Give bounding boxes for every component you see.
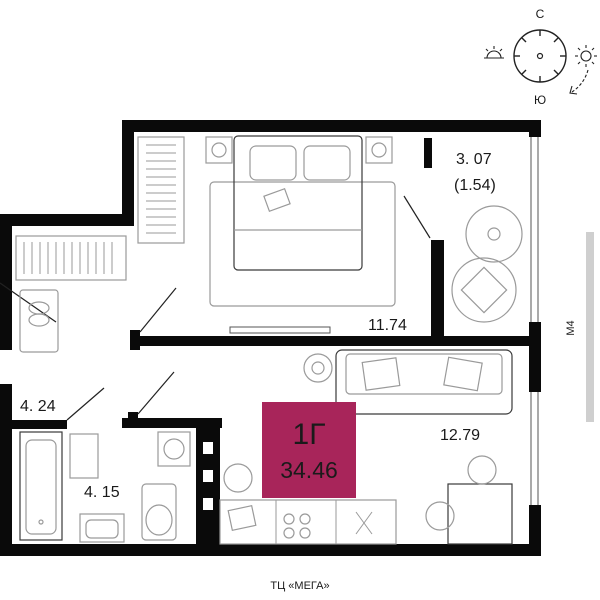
hall-furniture [15,235,127,353]
mall-label: ТЦ «МЕГА» [270,580,329,592]
balcony-furniture [451,205,523,323]
road-m4: М4 [565,232,594,422]
compass: С Ю [484,7,597,107]
badge-background [262,402,356,498]
apartment-badge: 1Г 34.46 [262,402,356,498]
bedroom-furniture [137,135,396,307]
apartment-total-area: 34.46 [280,457,338,483]
sunrise-icon [484,46,504,59]
road-label: М4 [565,320,577,335]
compass-north: С [536,7,545,21]
balcony-reduced-area: (1.54) [454,177,496,194]
sun-path-arrow-icon [569,69,589,95]
living-area: 12.79 [440,427,480,444]
apartment-type-label: 1Г [293,418,326,451]
hall-area: 4. 24 [20,398,56,415]
compass-south: Ю [534,93,546,107]
windows [229,137,539,505]
living-furniture [219,349,513,545]
sun-icon [575,45,597,67]
bathroom-area: 4. 15 [84,484,120,501]
balcony-area: 3. 07 [456,151,492,168]
walls [0,120,541,556]
bedroom-area: 11.74 [368,317,407,334]
bathroom-furniture [19,431,191,543]
